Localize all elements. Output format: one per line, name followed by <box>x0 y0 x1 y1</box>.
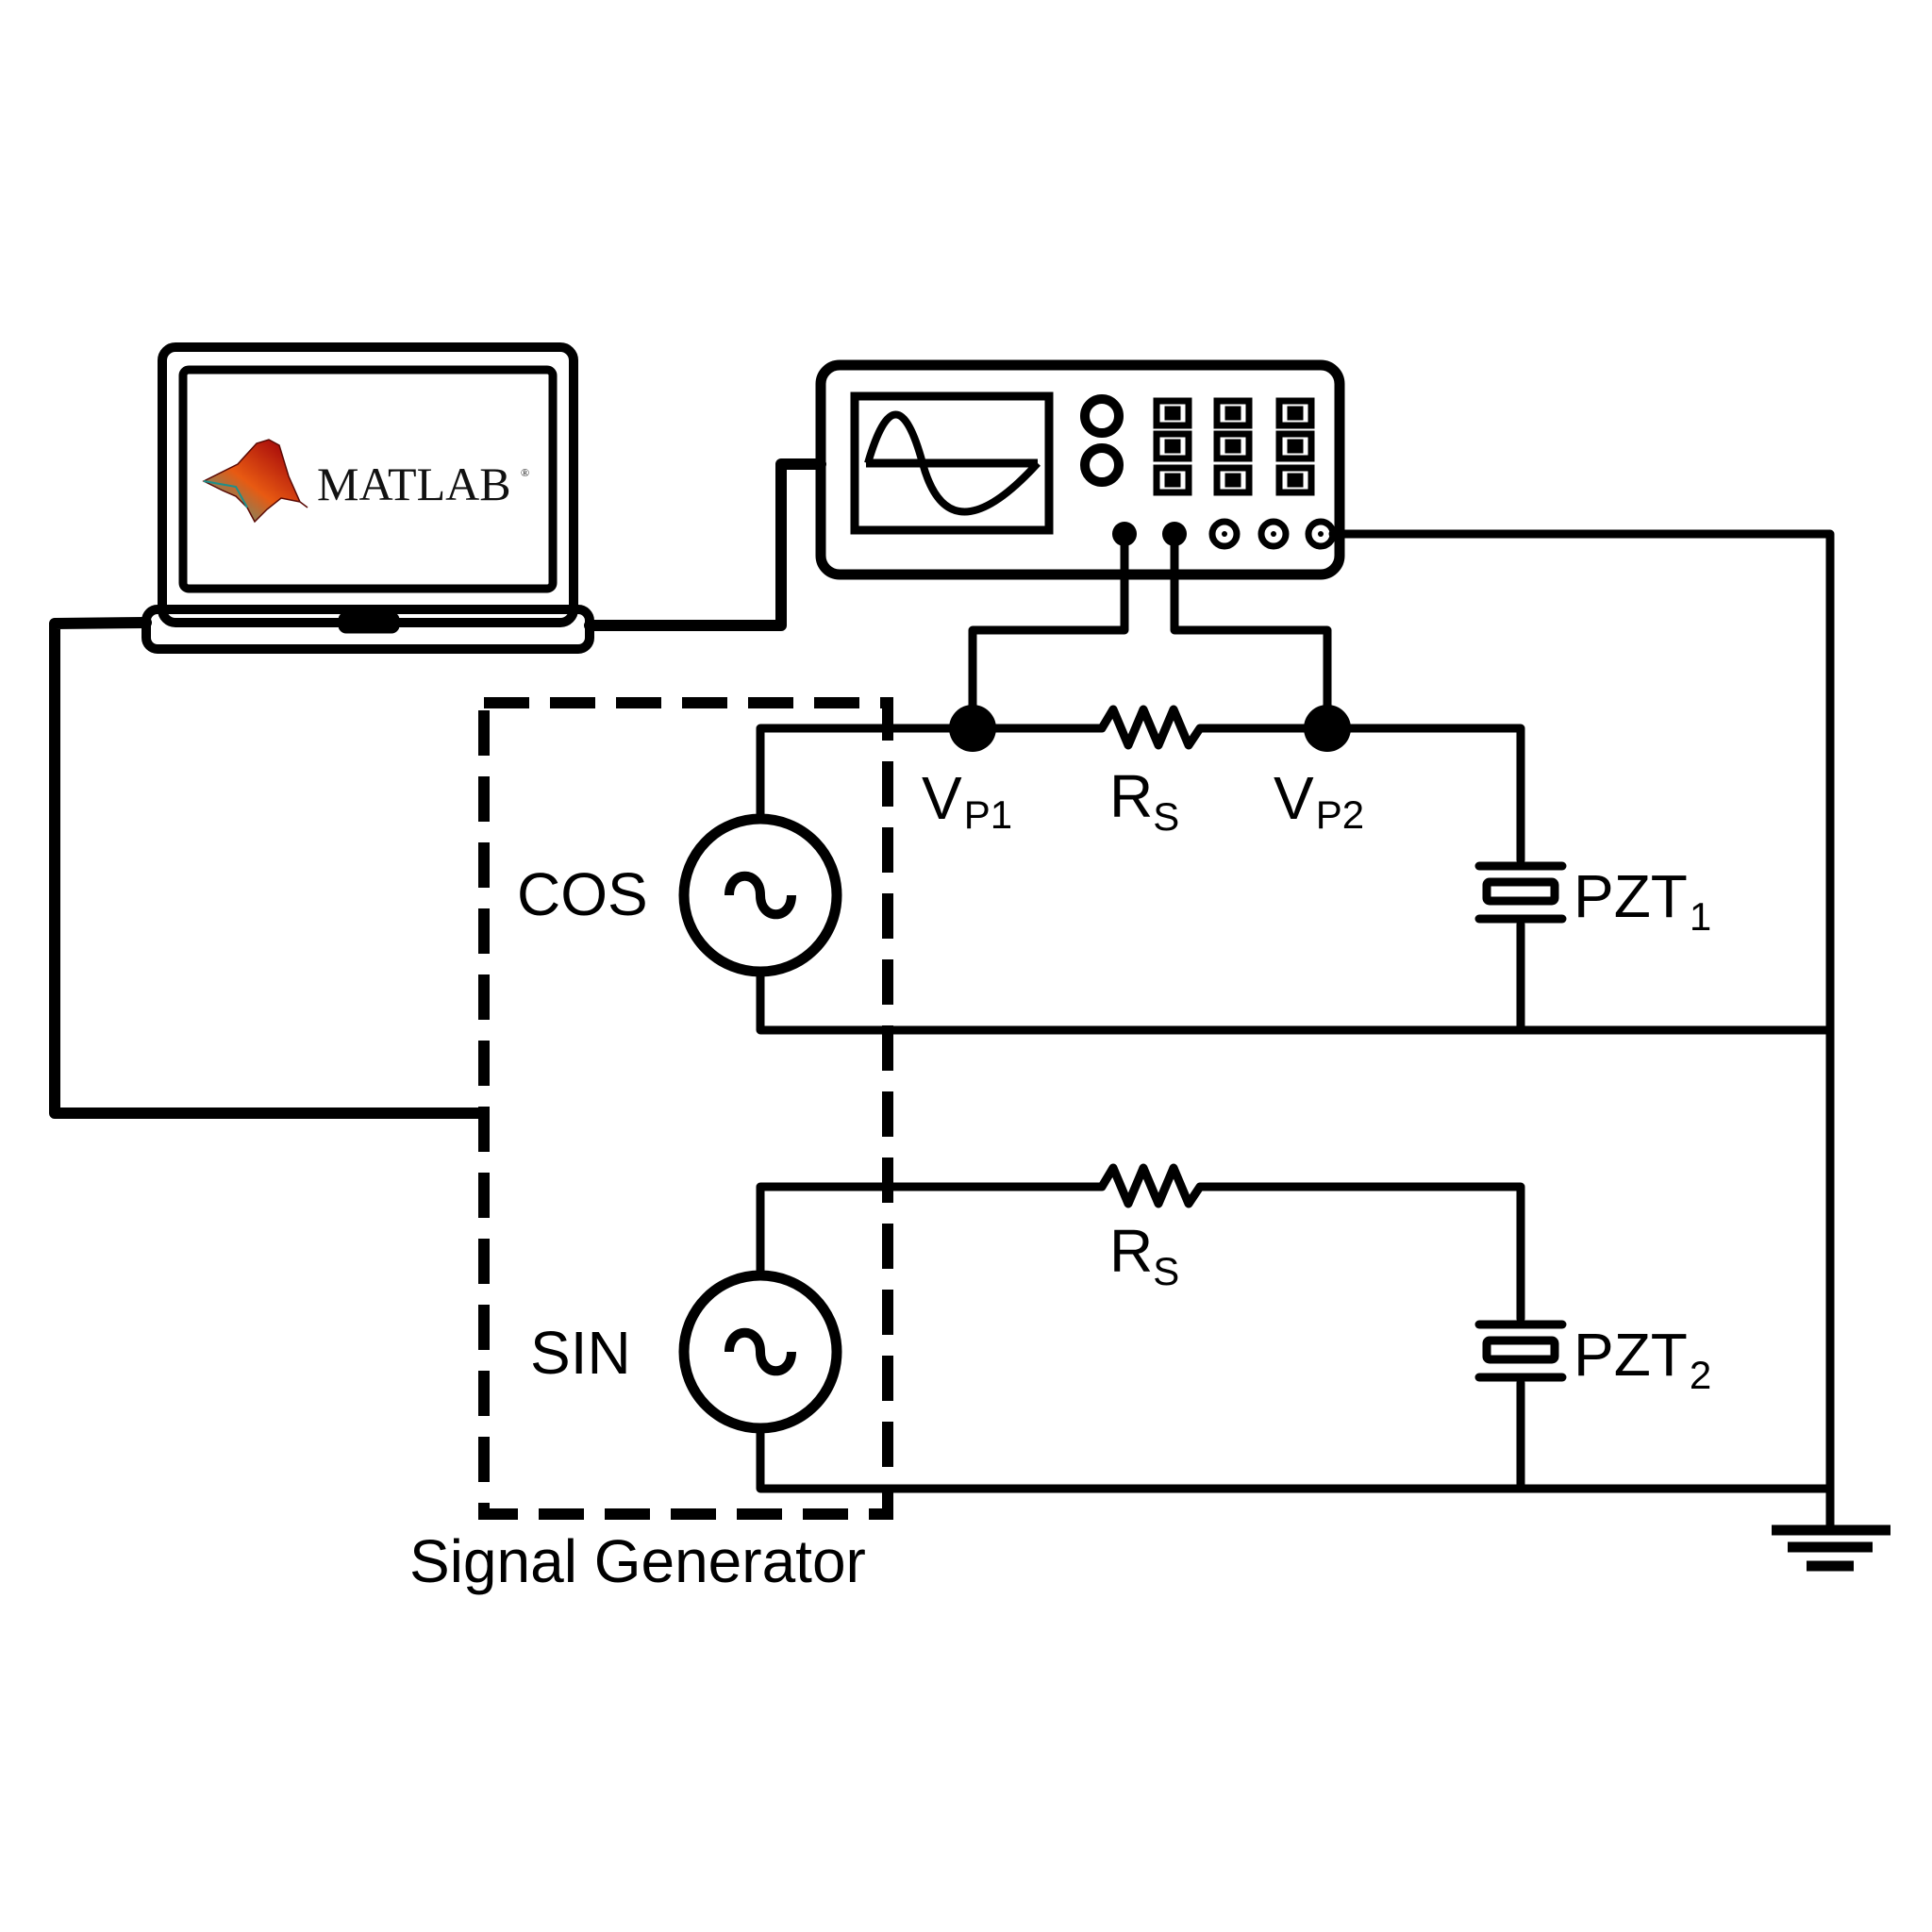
laptop-lid <box>158 342 578 627</box>
label-rs-bottom: RS <box>1109 1217 1179 1293</box>
laptop-screen <box>178 365 558 593</box>
ac-source-icon <box>678 1270 842 1434</box>
bottom-return-wire <box>756 1425 1835 1493</box>
ac-source-icon <box>678 813 842 977</box>
oscilloscope-display <box>850 391 1054 535</box>
label-pzt2: PZT2 <box>1574 1321 1711 1397</box>
ground-icon <box>1772 1489 1890 1572</box>
laptop-touchpad <box>338 611 400 634</box>
matlab-trademark: ® <box>521 466 529 479</box>
piezo-crystal-icon <box>1474 861 1567 924</box>
probe-wire-vp2 <box>1170 529 1332 733</box>
label-rs-top: RS <box>1109 762 1179 839</box>
node-vp2 <box>1304 705 1351 752</box>
knob-icon <box>1080 443 1124 487</box>
connector <box>1257 518 1290 550</box>
matlab-wordmark: MATLAB <box>317 458 511 510</box>
bottom-wire-left <box>756 1182 1101 1277</box>
signal-generator-box <box>478 697 893 1520</box>
data-cables <box>49 458 826 1119</box>
node-vp1 <box>949 705 996 752</box>
oscilloscope-icon <box>815 359 1345 580</box>
label-cos: COS <box>517 860 648 928</box>
label-pzt1: PZT1 <box>1574 862 1711 939</box>
cable-laptop-generator <box>49 617 488 1119</box>
resistor-icon <box>1085 705 1226 750</box>
sine-wave-icon <box>864 410 1041 516</box>
connector <box>1208 518 1241 550</box>
probe-wire-vp1 <box>968 529 1129 733</box>
matlab-logo: MATLAB ® <box>202 439 529 524</box>
button-grid <box>1153 397 1315 496</box>
cable-laptop-oscilloscope <box>584 458 826 631</box>
ground-wire <box>1328 529 1835 1531</box>
resistor-icon <box>1085 1163 1226 1208</box>
label-vp1: VP1 <box>922 764 1012 837</box>
label-signal-generator: Signal Generator <box>409 1527 866 1595</box>
label-sin: SIN <box>530 1319 631 1387</box>
knob-icon <box>1080 394 1124 438</box>
matlab-membrane-icon <box>202 439 308 524</box>
label-vp2: VP2 <box>1274 764 1364 837</box>
top-wire-right <box>1212 724 1525 865</box>
bottom-wire-right <box>1212 1182 1525 1324</box>
piezo-crystal-icon <box>1474 1320 1567 1382</box>
top-return-wire <box>756 967 1835 1035</box>
